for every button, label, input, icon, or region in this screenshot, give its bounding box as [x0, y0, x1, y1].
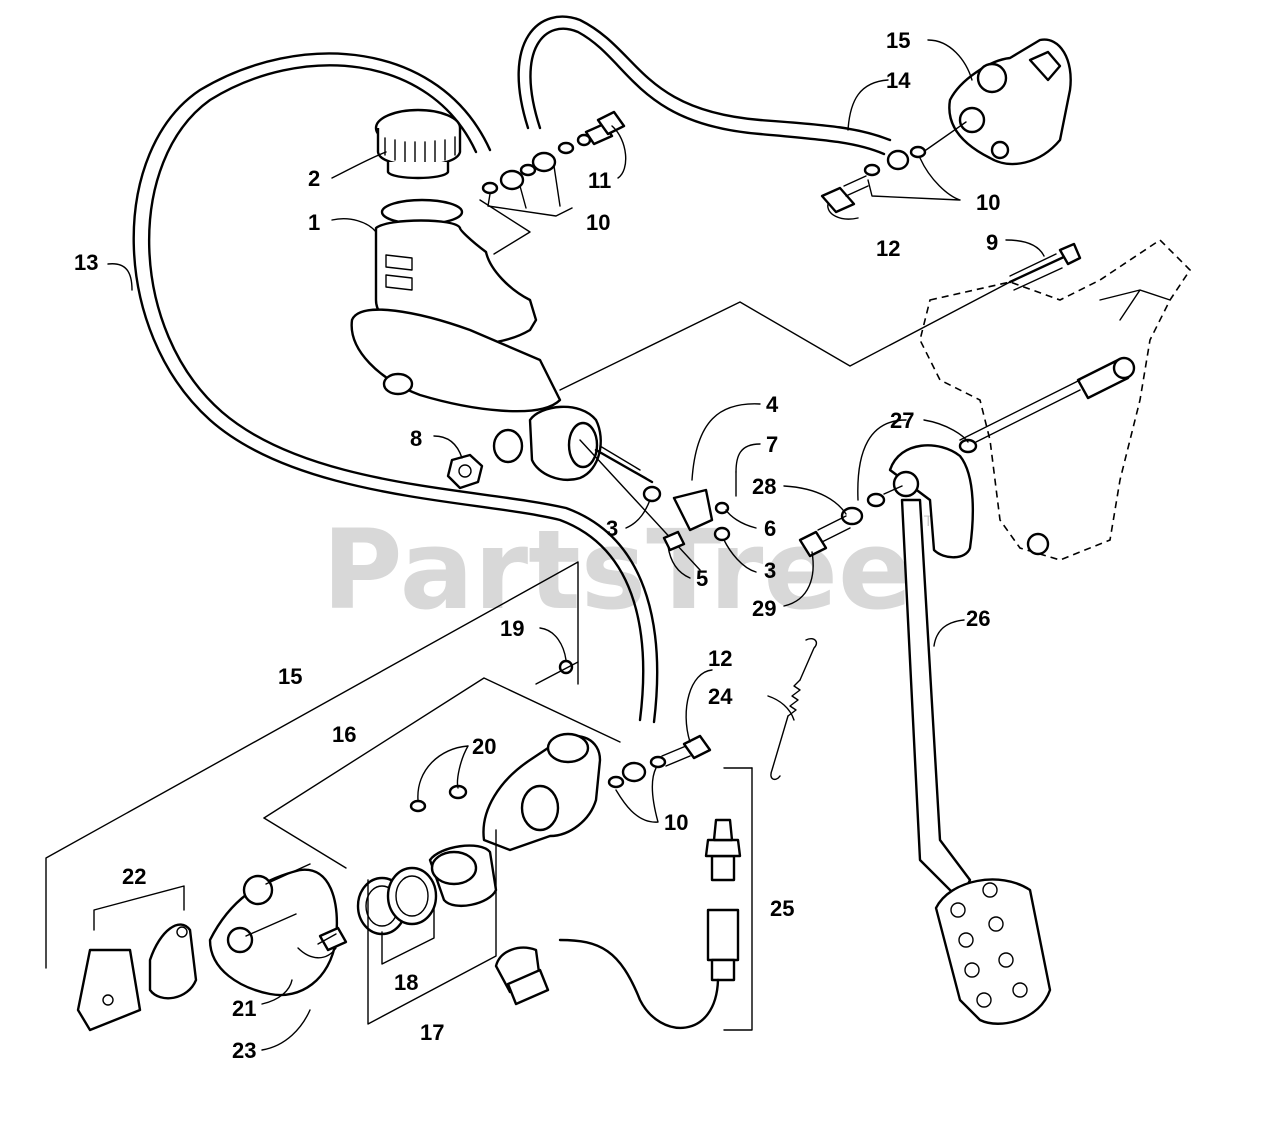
callout-19: 19: [500, 616, 524, 641]
callout-12-top: 12: [876, 236, 900, 261]
hose-13: [132, 52, 659, 724]
callout-13: 13: [74, 250, 98, 275]
fittings-top-left: [481, 110, 626, 195]
callout-3-right: 3: [764, 558, 776, 583]
brake-pedal: [888, 444, 1052, 1025]
callout-27: 27: [890, 408, 914, 433]
callout-1: 1: [308, 210, 320, 235]
callout-16: 16: [332, 722, 356, 747]
callout-7: 7: [766, 432, 778, 457]
callout-5: 5: [696, 566, 708, 591]
return-spring: [770, 638, 818, 781]
piston-seals: [356, 844, 498, 936]
callout-28: 28: [752, 474, 776, 499]
caliper-assembly: [76, 863, 348, 1032]
callout-labels: 15 14 11 2 10 1 10 12 9 13 4 8 7 27 28 3…: [74, 28, 1000, 1063]
bolt-9: [1008, 242, 1082, 291]
callout-12-bottom: 12: [708, 646, 732, 671]
callout-4: 4: [766, 392, 779, 417]
callout-9: 9: [986, 230, 998, 255]
callout-3-left: 3: [606, 516, 618, 541]
reservoir-cap: [374, 108, 462, 180]
callout-29: 29: [752, 596, 776, 621]
watermark: PartsTree TM: [322, 506, 945, 634]
leader-lines: [479, 199, 1011, 571]
watermark-text: PartsTree: [322, 506, 913, 634]
callout-8: 8: [410, 426, 422, 451]
callout-21: 21: [232, 996, 256, 1021]
callout-25: 25: [770, 896, 794, 921]
callout-26: 26: [966, 606, 990, 631]
callout-leaders: [107, 39, 1045, 1051]
clevis-parts: [642, 471, 737, 552]
callout-6: 6: [764, 516, 776, 541]
callout-2: 2: [308, 166, 320, 191]
callout-17: 17: [420, 1020, 444, 1045]
fittings-top-right: [820, 121, 967, 214]
callout-15-top: 15: [886, 28, 910, 53]
callout-23: 23: [232, 1038, 256, 1063]
hose-14: [517, 15, 892, 156]
assembly-frame: [45, 561, 753, 1031]
slave-cylinder: [409, 659, 712, 852]
brake-switch: [494, 818, 742, 1030]
callout-22: 22: [122, 864, 146, 889]
callout-20: 20: [472, 734, 496, 759]
callout-18: 18: [394, 970, 418, 995]
pedal-bracket: [919, 238, 1192, 561]
callout-10-top-left: 10: [586, 210, 610, 235]
master-cylinder: [350, 198, 654, 484]
callout-14: 14: [886, 68, 911, 93]
nut-8: [446, 453, 484, 490]
callout-24: 24: [708, 684, 733, 709]
callout-15-bottom: 15: [278, 664, 302, 689]
callout-10-top-right: 10: [976, 190, 1000, 215]
pivot-hardware: [798, 389, 1081, 558]
callout-10-bottom: 10: [664, 810, 688, 835]
caliper-top: [948, 38, 1072, 166]
callout-11: 11: [588, 168, 611, 193]
